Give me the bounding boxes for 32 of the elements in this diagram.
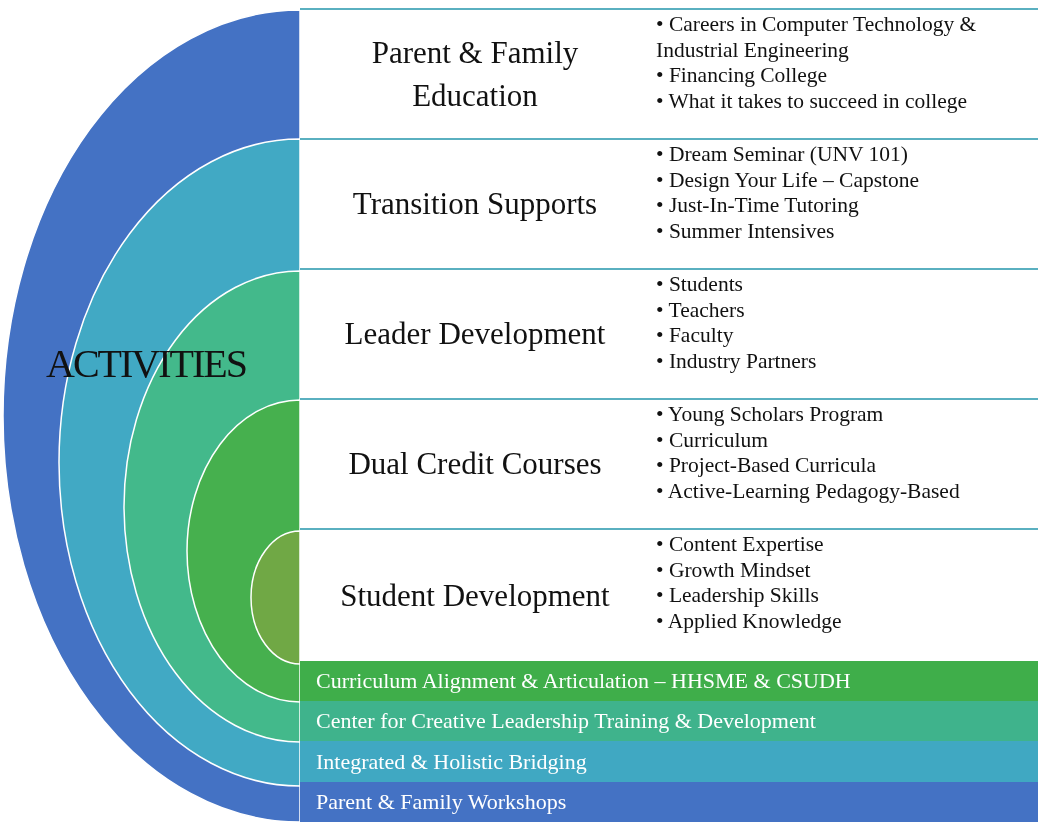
bullet-item: • Careers in Computer Technology & Industrial Engineering [656, 12, 978, 63]
color-band [300, 741, 1038, 782]
bullet-item: • Curriculum [656, 427, 770, 453]
bullet-item: • Just-In-Time Tutoring [656, 193, 860, 219]
bullet-item: • Industry Partners [656, 348, 818, 374]
bullet-item: • Students [656, 272, 744, 298]
bullet-item: • Summer Intensives [656, 218, 836, 244]
bullet-item: • Content Expertise [656, 532, 825, 558]
band-label: Parent & Family Workshops [316, 791, 567, 813]
bullet-item: • Applied Knowledge [656, 608, 843, 634]
row-heading: Leader Development [343, 315, 607, 354]
bullet-item: • Faculty [656, 323, 735, 349]
bullet-item: • What it takes to succeed in college [656, 88, 968, 114]
color-band [300, 782, 1038, 822]
row-heading: Parent & Family Education [370, 33, 580, 115]
bullet-item: • Active-Learning Pedagogy-Based [656, 478, 961, 504]
bullet-item: • Dream Seminar (UNV 101) [656, 142, 909, 168]
band-label: Curriculum Alignment & Articulation – HHSME & CSUDH [316, 670, 851, 692]
bullet-item: • Design Your Life – Capstone [656, 167, 921, 193]
color-band [300, 701, 1038, 741]
bullet-item: • Project-Based Curricula [656, 453, 878, 479]
bullet-item: • Growth Mindset [656, 557, 812, 583]
bullet-item: • Leadership Skills [656, 583, 820, 609]
row-heading: Transition Supports [351, 185, 599, 224]
band-label: Center for Creative Leadership Training & Development [316, 710, 816, 732]
bullet-item: • Financing College [656, 63, 829, 89]
row-heading: Student Development [339, 576, 611, 615]
bullet-item: • Teachers [656, 297, 746, 323]
bullet-item: • Young Scholars Program [656, 402, 885, 428]
color-band [300, 661, 1038, 701]
row-heading: Dual Credit Courses [347, 445, 603, 484]
band-label: Integrated & Holistic Bridging [316, 750, 587, 773]
